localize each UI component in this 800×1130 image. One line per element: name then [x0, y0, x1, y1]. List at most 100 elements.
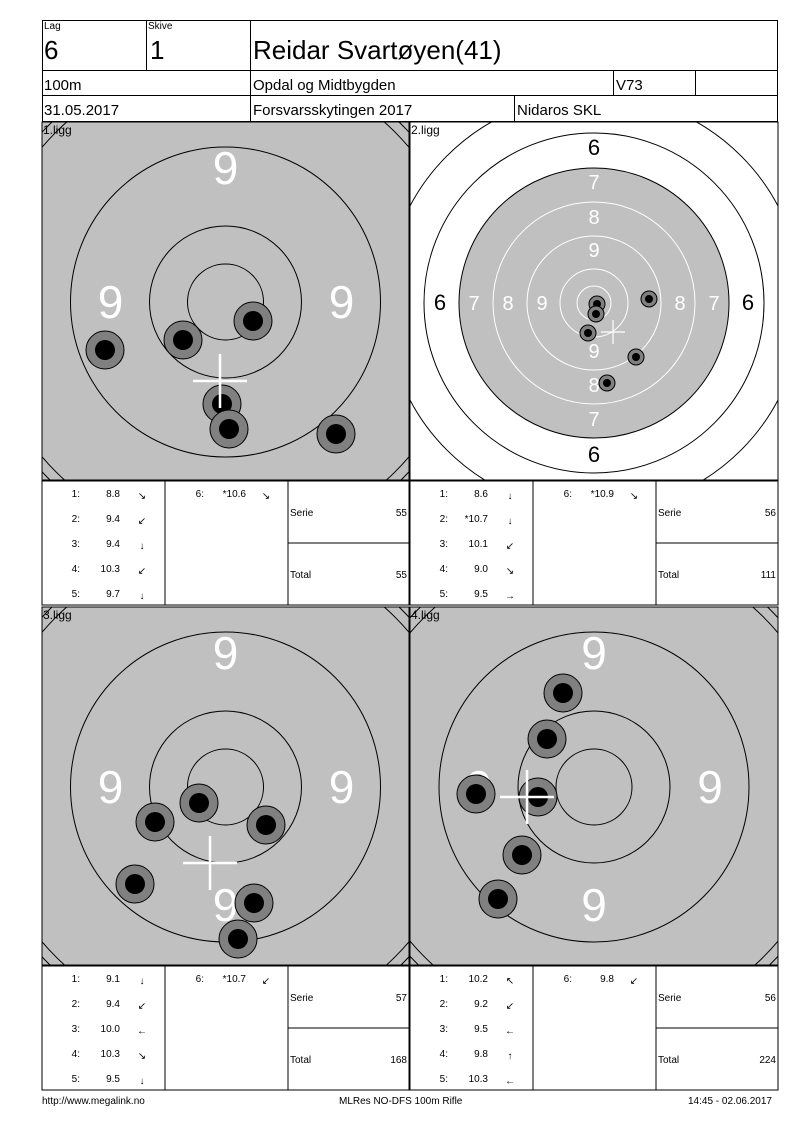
shot-number: 6: — [564, 974, 572, 985]
panel-title: 4.ligg — [411, 608, 440, 622]
shot-score: 9.4 — [106, 999, 120, 1010]
shot-direction-arrow: → — [505, 591, 515, 602]
shot-number: 3: — [440, 539, 448, 550]
shot-center — [243, 311, 263, 331]
date: 31.05.2017 — [44, 102, 120, 119]
panel-border — [409, 121, 779, 481]
shot-score: 8.8 — [106, 489, 120, 500]
score-table-2: 1:8.6↓2:*10.7↓3:10.1↙4:9.0↘5:9.5→6:*10.9… — [409, 480, 779, 606]
score-ring — [517, 710, 671, 864]
ring-label: 9 — [588, 341, 599, 363]
serie-value: 56 — [765, 508, 777, 519]
ring-label: 9 — [329, 761, 355, 813]
shot-center — [95, 340, 115, 360]
shot-number: 5: — [72, 589, 80, 600]
shot-score: 10.3 — [469, 1074, 489, 1085]
serie-value: 55 — [396, 508, 408, 519]
divider — [514, 95, 515, 122]
shot-direction-arrow: ↖ — [506, 976, 514, 987]
shot-direction-arrow: ↙ — [138, 566, 146, 577]
shot-direction-arrow: ↓ — [140, 1076, 145, 1087]
shot-direction-arrow: ↑ — [508, 1051, 513, 1062]
skive-label: Skive — [148, 21, 173, 32]
divider — [42, 70, 778, 71]
shot-number: 3: — [72, 1024, 80, 1035]
shot-number: 4: — [440, 564, 448, 575]
shot-center — [537, 729, 557, 749]
score-ring — [187, 263, 264, 341]
shot-number: 4: — [72, 564, 80, 575]
shot-score: 9.5 — [106, 1074, 120, 1085]
footer-url[interactable]: http://www.megalink.no — [42, 1096, 145, 1107]
shot-score: 9.7 — [106, 589, 120, 600]
class: V73 — [616, 77, 643, 94]
ring-label: 6 — [588, 442, 600, 467]
target-black-area — [42, 607, 409, 965]
score-table-1: 1:8.8↘2:9.4↙3:9.4↓4:10.3↙5:9.7↓6:*10.6↘S… — [41, 480, 410, 606]
total-value: 111 — [761, 570, 777, 581]
shot-direction-arrow: ↓ — [140, 976, 145, 987]
ring-label: 6 — [742, 290, 754, 315]
shot-direction-arrow: ↘ — [630, 491, 638, 502]
shot-number: 3: — [440, 1024, 448, 1035]
score-ring — [526, 235, 662, 371]
divider — [42, 95, 778, 96]
serie-label: Serie — [658, 993, 682, 1004]
shot-direction-arrow: ↙ — [506, 541, 514, 552]
ring-label: 9 — [581, 627, 607, 679]
ring-label: 7 — [468, 293, 479, 315]
divider — [695, 70, 696, 95]
shot-number: 5: — [440, 589, 448, 600]
shot-center — [584, 329, 592, 337]
shot-direction-arrow: ↙ — [630, 976, 638, 987]
ring-label: 8 — [674, 293, 685, 315]
shot-direction-arrow: ↘ — [506, 566, 514, 577]
shot-score: *10.6 — [223, 489, 247, 500]
shot-score: 8.6 — [474, 489, 488, 500]
ring-label: 7 — [588, 409, 599, 431]
panel-title: 2.ligg — [411, 123, 440, 137]
distance: 100m — [44, 77, 82, 94]
ring-label: 9 — [588, 240, 599, 262]
panel-border — [409, 606, 779, 966]
shot-direction-arrow: ← — [137, 1026, 147, 1037]
shot-center — [189, 793, 209, 813]
shot-score: *10.9 — [591, 489, 615, 500]
footer-timestamp: 14:45 - 02.06.2017 — [688, 1096, 772, 1107]
ring-label: 9 — [581, 879, 607, 931]
score-table-4: 1:10.2↖2:9.2↙3:9.5←4:9.8↑5:10.3←6:9.8↙Se… — [409, 965, 779, 1091]
shot-center — [553, 683, 573, 703]
total-value: 55 — [396, 570, 408, 581]
ring-label: 6 — [434, 290, 446, 315]
shot-direction-arrow: ↓ — [508, 491, 513, 502]
shot-direction-arrow: ↘ — [138, 491, 146, 502]
shot-number: 2: — [440, 514, 448, 525]
shot-center — [466, 784, 486, 804]
shot-center — [173, 330, 193, 350]
score-ring — [187, 748, 264, 826]
ring-label: 9 — [98, 276, 124, 328]
skive-value: 1 — [150, 35, 165, 65]
shot-center — [256, 815, 276, 835]
total-value: 224 — [759, 1055, 776, 1066]
ring-label: 9 — [213, 627, 239, 679]
shot-number: 4: — [72, 1049, 80, 1060]
serie-value: 57 — [396, 993, 408, 1004]
shot-direction-arrow: ← — [505, 1076, 515, 1087]
panel-border — [41, 606, 410, 966]
shot-direction-arrow: ← — [505, 1026, 515, 1037]
shot-center — [632, 353, 640, 361]
shot-score: *10.7 — [465, 514, 489, 525]
shot-number: 6: — [196, 974, 204, 985]
shot-center — [228, 929, 248, 949]
shot-score: 9.1 — [106, 974, 120, 985]
shot-direction-arrow: ↘ — [262, 491, 270, 502]
shot-center — [244, 893, 264, 913]
shot-center — [592, 310, 600, 318]
lag-value: 6 — [44, 35, 59, 65]
ring-label: 9 — [329, 276, 355, 328]
score-ring — [423, 132, 765, 474]
